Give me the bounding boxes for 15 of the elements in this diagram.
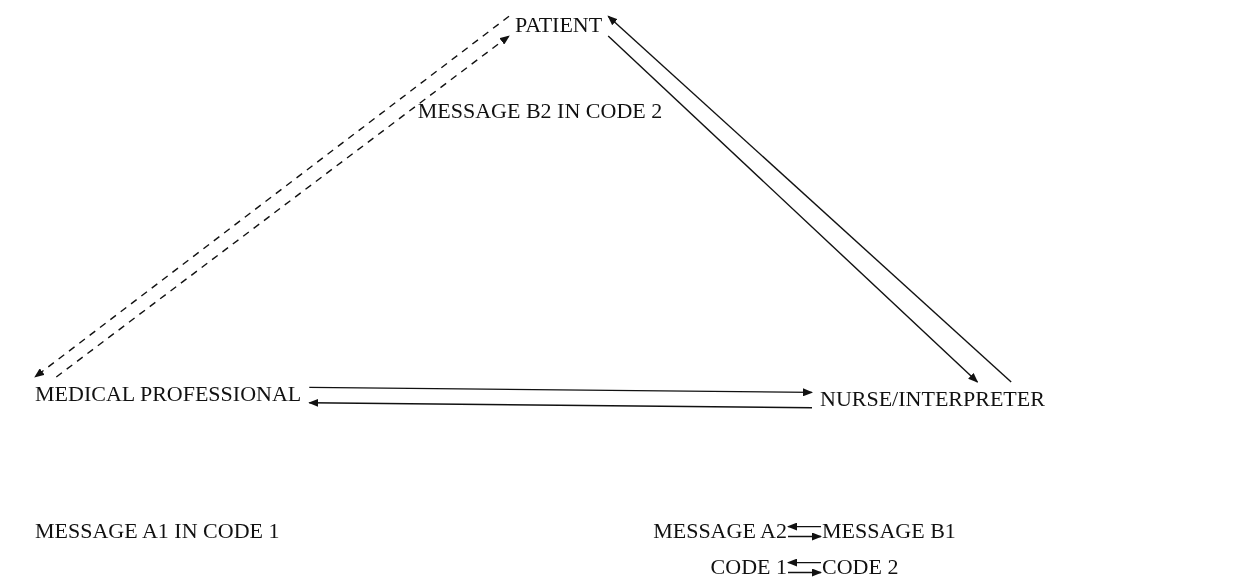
node-label: PATIENT — [515, 14, 603, 36]
node-label: MESSAGE A2 — [653, 520, 787, 542]
node-label: MESSAGE B1 — [822, 520, 956, 542]
node-label: CODE 2 — [822, 556, 899, 578]
node-label: MEDICAL PROFESSIONAL — [35, 383, 302, 405]
arrow — [787, 568, 822, 577]
message-label: MESSAGE A1 IN CODE 1 — [35, 518, 280, 543]
node-label: NURSE/INTERPRETER — [820, 388, 1045, 410]
node-label: CODE 1 — [710, 556, 787, 578]
arrow — [308, 386, 813, 397]
message-label: MESSAGE B2 IN CODE 2 — [417, 98, 663, 123]
arrow — [787, 522, 822, 531]
arrow — [787, 558, 822, 567]
arrow — [308, 398, 813, 409]
arrow — [787, 532, 822, 541]
